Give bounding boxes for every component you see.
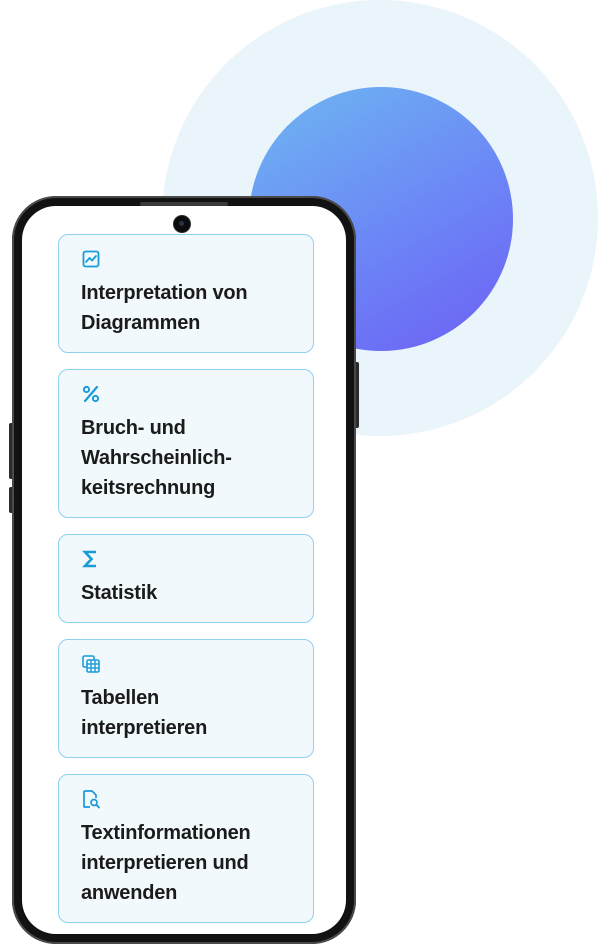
phone-volume-down-button (9, 487, 14, 513)
table-icon (82, 655, 100, 673)
topic-card-statistics[interactable]: Statistik (58, 534, 314, 623)
card-title: Tabellen interpretieren (81, 687, 208, 739)
topic-card-text-information[interactable]: Textinformationen interpretieren und anw… (58, 774, 314, 923)
phone-mockup: Interpretation von Diagrammen Bruch- und… (12, 196, 356, 944)
card-title: Textinformationen interpretieren und anw… (81, 822, 251, 904)
phone-screen: Interpretation von Diagrammen Bruch- und… (22, 206, 346, 934)
card-title: Bruch- und Wahrscheinlich- keitsrechnung (81, 417, 232, 499)
topic-card-fraction-probability[interactable]: Bruch- und Wahrscheinlich- keitsrechnung (58, 369, 314, 518)
topic-card-interpret-tables[interactable]: Tabellen interpretieren (58, 639, 314, 758)
card-title: Interpretation von Diagrammen (81, 282, 248, 334)
topic-card-diagram-interpretation[interactable]: Interpretation von Diagrammen (58, 234, 314, 353)
phone-volume-up-button (9, 423, 14, 479)
phone-power-button (354, 362, 359, 428)
percent-icon (82, 385, 100, 403)
front-camera-icon (174, 216, 190, 232)
card-title: Statistik (81, 582, 158, 604)
chart-icon (82, 250, 100, 268)
topic-card-list: Interpretation von Diagrammen Bruch- und… (58, 234, 314, 934)
document-search-icon (83, 790, 100, 809)
sigma-icon (82, 550, 96, 568)
phone-speaker (140, 202, 228, 206)
